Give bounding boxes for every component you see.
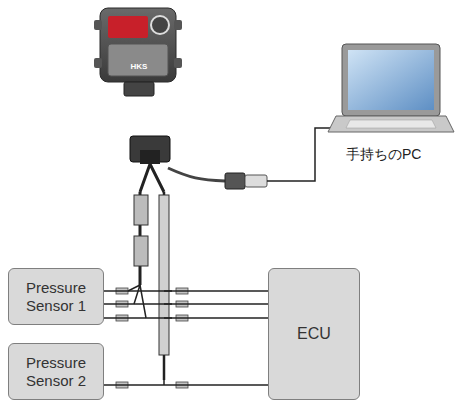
signal-wire: [104, 303, 268, 305]
ecu-box: ECU: [268, 268, 360, 400]
box-label: Pressure Sensor 1: [15, 279, 97, 315]
controller-unit: [94, 8, 182, 96]
signal-wire: [104, 317, 268, 319]
box-label: Pressure Sensor 2: [15, 354, 97, 390]
wire-splice: [116, 288, 188, 388]
usb-cable: [168, 128, 336, 189]
sensor-box: Pressure Sensor 2: [8, 343, 104, 400]
brand-mark: HKS: [131, 62, 148, 71]
signal-wire: [104, 290, 268, 292]
sensor-box: Pressure Sensor 1: [8, 268, 104, 325]
laptop-icon: [328, 44, 454, 132]
harness-connector: [130, 136, 170, 192]
signal-wire: [104, 384, 268, 386]
wire-harness: [128, 192, 172, 385]
box-label: ECU: [297, 324, 331, 343]
pc-caption: 手持ちのPC: [346, 146, 421, 164]
